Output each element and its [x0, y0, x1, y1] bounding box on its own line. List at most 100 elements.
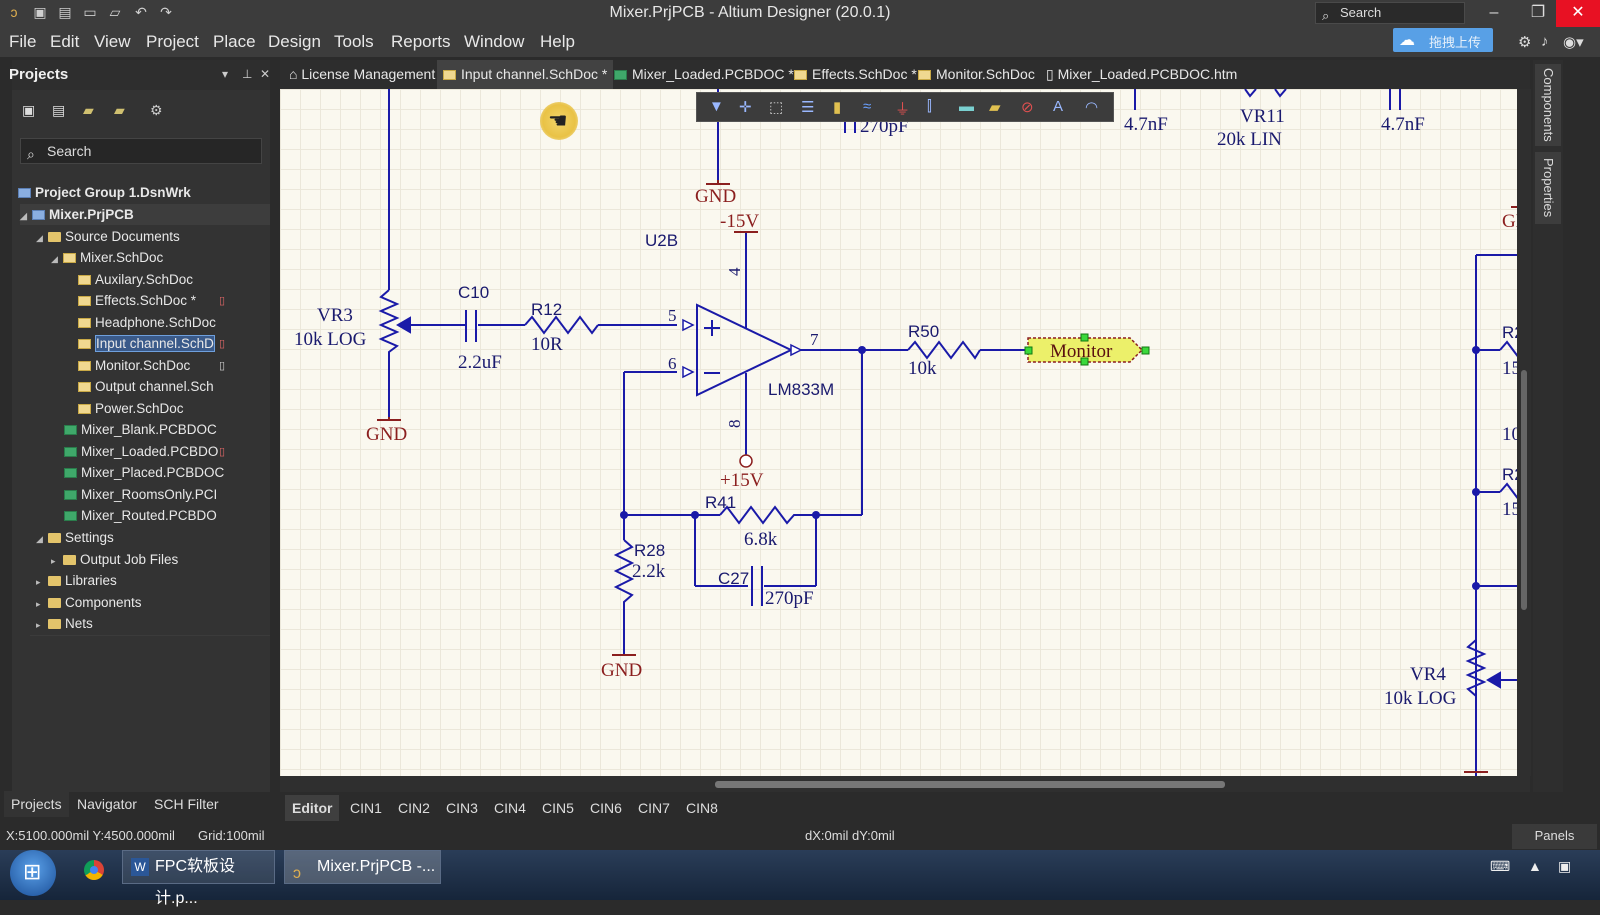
menu-window[interactable]: Window: [464, 32, 525, 51]
selection-handle[interactable]: [1024, 346, 1033, 355]
monitor-port[interactable]: [1024, 333, 1150, 366]
sheet-tab-cin4[interactable]: CIN4: [494, 800, 526, 816]
network-icon[interactable]: ▣: [1558, 858, 1572, 874]
collapse-arrow-icon[interactable]: ▸: [36, 599, 41, 609]
notification-bell-icon[interactable]: ♪: [1541, 33, 1549, 50]
save-all-icon[interactable]: ▤: [58, 4, 72, 20]
selection-handle[interactable]: [1080, 357, 1089, 366]
menu-help[interactable]: Help: [540, 32, 575, 51]
panels-button[interactable]: Panels: [1512, 824, 1597, 849]
tree-item-nets[interactable]: ▸Nets: [36, 613, 93, 634]
tree-item-input-channel[interactable]: Input channel.SchD: [78, 333, 215, 354]
vertical-scroll-thumb[interactable]: [1521, 370, 1527, 610]
collapse-arrow-icon[interactable]: ▸: [36, 577, 41, 587]
restore-button[interactable]: ❐: [1530, 4, 1546, 21]
sheet-tab-cin8[interactable]: CIN8: [686, 800, 718, 816]
save-icon[interactable]: ▣: [33, 4, 47, 20]
menu-project[interactable]: Project: [146, 32, 199, 51]
tree-item-auxilary[interactable]: Auxilary.SchDoc: [78, 269, 193, 290]
expand-arrow-icon[interactable]: ◢: [20, 211, 27, 221]
expand-arrow-icon[interactable]: ◢: [36, 233, 43, 243]
tree-item-source-documents[interactable]: ◢Source Documents: [36, 226, 180, 247]
directive-icon[interactable]: ⊘: [1021, 99, 1034, 116]
tab-mixer-loaded[interactable]: Mixer_Loaded.PCBDOC *: [608, 60, 800, 89]
arc-icon[interactable]: ◠: [1085, 99, 1099, 116]
open-project-icon[interactable]: ▱: [109, 4, 121, 20]
tab-license-management[interactable]: ⌂ License Management: [289, 66, 436, 82]
sheet-tab-cin7[interactable]: CIN7: [638, 800, 670, 816]
tree-item-output-channel[interactable]: Output channel.Sch: [78, 376, 214, 397]
minimize-button[interactable]: –: [1489, 4, 1499, 21]
open-icon[interactable]: ▭: [83, 4, 97, 20]
settings-icon[interactable]: ⚙: [150, 102, 163, 118]
sheet-symbol-icon[interactable]: ▬: [959, 98, 974, 115]
sheet-tab-cin6[interactable]: CIN6: [590, 800, 622, 816]
menu-tools[interactable]: Tools: [334, 32, 374, 51]
menu-place[interactable]: Place: [213, 32, 256, 51]
tree-item-libraries[interactable]: ▸Libraries: [36, 570, 117, 591]
tab-input-channel[interactable]: Input channel.SchDoc *: [437, 60, 614, 89]
horizontal-scroll-thumb[interactable]: [715, 781, 1225, 788]
menu-edit[interactable]: Edit: [50, 32, 80, 51]
place-part-icon[interactable]: ▮: [833, 99, 842, 116]
harness-icon[interactable]: ⫿: [927, 98, 932, 115]
sheet-tab-cin5[interactable]: CIN5: [542, 800, 574, 816]
tree-item-monitor[interactable]: Monitor.SchDoc: [78, 355, 190, 376]
user-account-icon[interactable]: ◉▾: [1563, 34, 1584, 51]
tree-item-mixer-schdoc[interactable]: ◢Mixer.SchDoc: [51, 247, 163, 268]
tab-monitor[interactable]: Monitor.SchDoc: [912, 60, 1041, 89]
tree-item-effects[interactable]: Effects.SchDoc *: [78, 290, 196, 311]
open-folder-icon[interactable]: ▰: [83, 102, 94, 118]
wire-icon[interactable]: ≈: [863, 98, 872, 115]
tray-expand-icon[interactable]: ▲: [1528, 858, 1542, 874]
panel-tab-navigator[interactable]: Navigator: [77, 796, 137, 812]
global-search-input[interactable]: ⌕ Search: [1315, 2, 1465, 24]
new-folder-icon[interactable]: ▰: [114, 102, 125, 118]
select-rectangle-icon[interactable]: ⬚: [769, 99, 784, 116]
menu-file[interactable]: File: [9, 32, 37, 51]
cloud-upload-button[interactable]: ☁ 拖拽上传: [1393, 28, 1493, 52]
tree-item-settings[interactable]: ◢Settings: [36, 527, 114, 548]
port-icon[interactable]: ▰: [989, 99, 1001, 116]
projects-search-input[interactable]: ⌕ Search: [20, 138, 262, 164]
sheet-tab-editor[interactable]: Editor: [285, 795, 340, 821]
menu-design[interactable]: Design: [268, 32, 321, 51]
start-button[interactable]: ⊞: [10, 850, 56, 896]
move-icon[interactable]: ✛: [739, 99, 752, 116]
menu-view[interactable]: View: [94, 32, 131, 51]
tree-item-components[interactable]: ▸Components: [36, 592, 142, 613]
panel-tab-components[interactable]: Components: [1535, 64, 1561, 146]
expand-arrow-icon[interactable]: ◢: [36, 534, 43, 544]
panel-menu-chevron-icon[interactable]: ▾: [222, 67, 229, 81]
tree-item-mixer-routed[interactable]: Mixer_Routed.PCBDO: [64, 505, 217, 526]
compile-icon[interactable]: ▤: [52, 102, 66, 118]
tree-item-mixer-placed[interactable]: Mixer_Placed.PCBDOC: [64, 462, 224, 483]
sheet-tab-cin2[interactable]: CIN2: [398, 800, 430, 816]
gear-icon[interactable]: ⚙: [1518, 34, 1532, 51]
pin-icon[interactable]: ⊥: [242, 67, 253, 81]
sheet-tab-cin3[interactable]: CIN3: [446, 800, 478, 816]
collapse-arrow-icon[interactable]: ▸: [36, 620, 41, 630]
panel-tab-sch-filter[interactable]: SCH Filter: [154, 796, 219, 812]
chrome-icon[interactable]: [84, 860, 104, 880]
tab-effects[interactable]: Effects.SchDoc *: [788, 60, 923, 89]
sheet-tab-cin1[interactable]: CIN1: [350, 800, 382, 816]
selection-handle[interactable]: [1080, 333, 1089, 342]
monitor-port-shape[interactable]: [1027, 337, 1144, 363]
tab-mixer-loaded-htm[interactable]: ▯ Mixer_Loaded.PCBDOC.htm: [1046, 66, 1238, 82]
tree-item-power[interactable]: Power.SchDoc: [78, 398, 184, 419]
tree-item-mixer-project[interactable]: ◢Mixer.PrjPCB: [20, 204, 270, 225]
redo-icon[interactable]: ↷: [160, 4, 172, 20]
tree-item-headphone[interactable]: Headphone.SchDoc: [78, 312, 216, 333]
schematic-canvas[interactable]: GND GND -15V +15V GND GND GND Monitor VR…: [280, 89, 1517, 776]
panel-tab-projects[interactable]: Projects: [4, 791, 69, 817]
tree-item-project-group[interactable]: Project Group 1.DsnWrk: [18, 182, 191, 203]
panel-close-icon[interactable]: ✕: [260, 67, 271, 81]
align-icon[interactable]: ☰: [801, 99, 815, 116]
selection-handle[interactable]: [1141, 346, 1150, 355]
undo-icon[interactable]: ↶: [135, 4, 147, 20]
tree-item-mixer-blank[interactable]: Mixer_Blank.PCBDOC: [64, 419, 217, 440]
close-button[interactable]: ✕: [1556, 0, 1600, 27]
